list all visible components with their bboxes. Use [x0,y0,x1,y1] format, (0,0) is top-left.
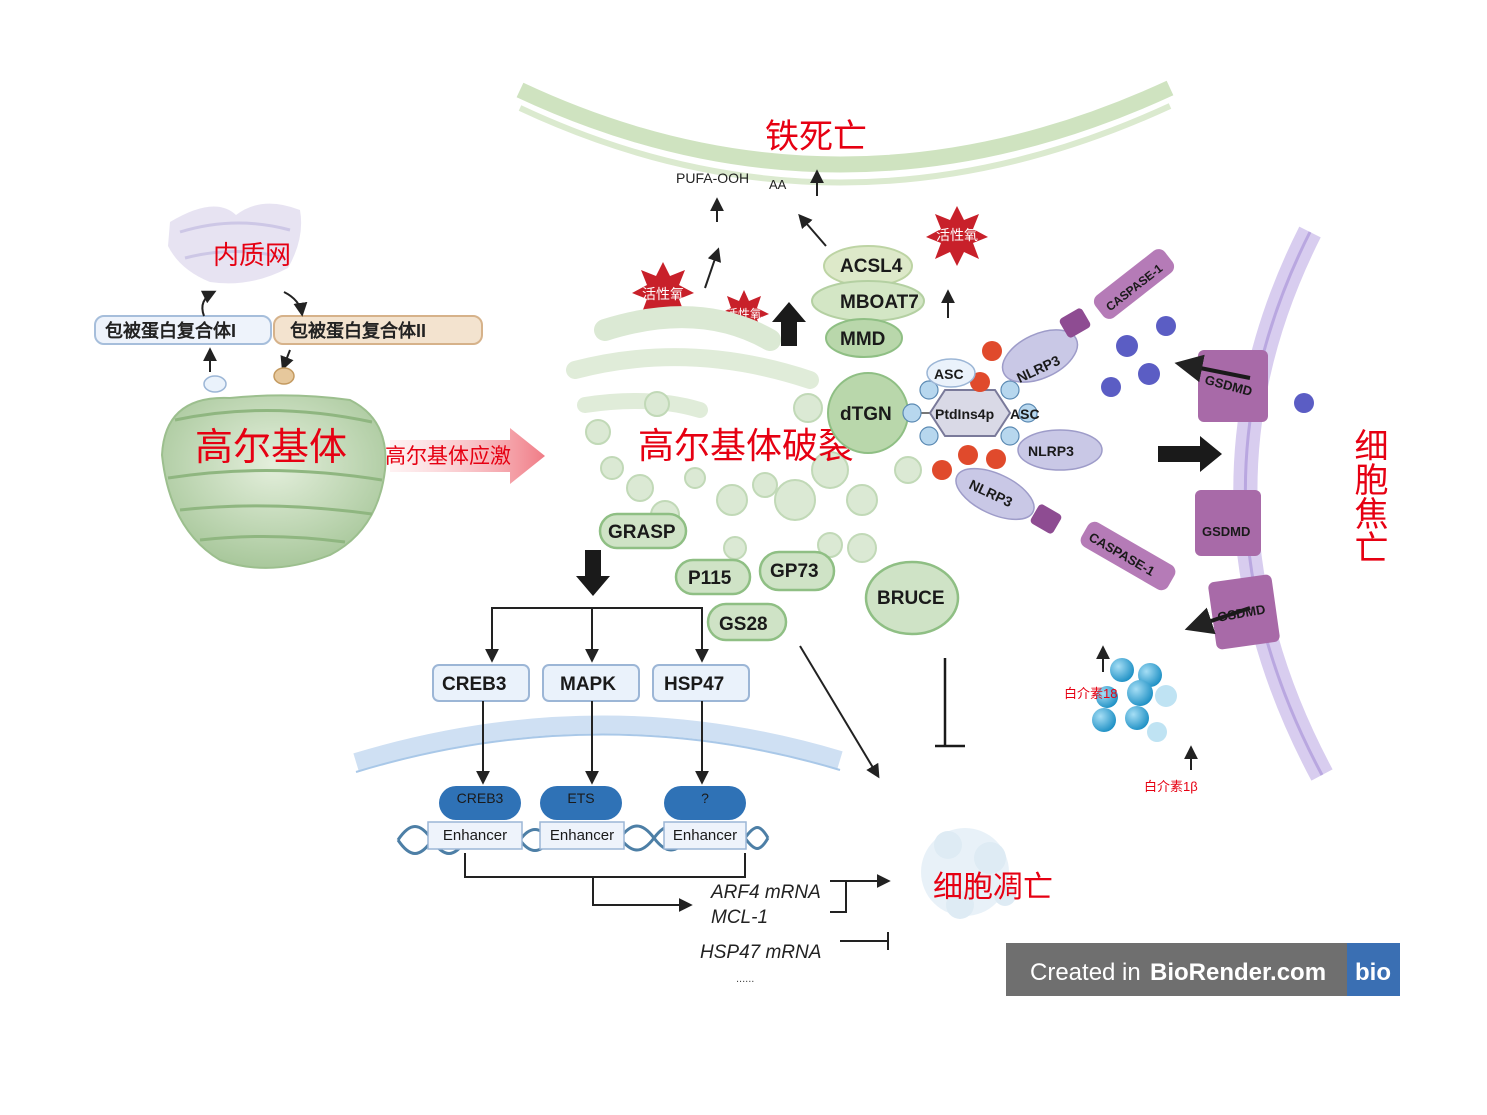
nlrp3-shape-2 [1017,429,1103,471]
caspase1-head-2 [1030,504,1062,534]
golgi-stress-arrow [390,428,545,484]
mmd-shape [825,318,903,358]
golgi-proteins: GRASP P115 GP73 GS28 BRUCE [598,512,960,642]
output-arrow [592,877,693,912]
more-outputs-ellipsis: ...... [736,973,754,985]
copii-label: 包被蛋白复合体II [290,320,426,341]
mcl1-label: MCL-1 [711,907,768,928]
acsl4-arrow [798,213,827,247]
copii-down-arrow [280,349,294,371]
endoplasmic-reticulum [168,203,302,284]
il-release-arrow [1184,606,1251,635]
asc-label-1: ASC [934,366,964,382]
gp73-label: GP73 [770,561,819,582]
k-efflux-arrow [1174,354,1251,383]
ets-binder-label: ETS [567,790,594,806]
dtgn-label: dTGN [840,404,892,425]
asc-label-2: ASC [1010,406,1040,422]
copii-vesicle [273,367,295,385]
enhancer-label-3: Enhancer [673,827,737,844]
ptdins4p-hex [928,389,1012,437]
golgi-apparatus [160,394,387,569]
arf4-mrna-label: ARF4 mRNA [710,882,821,903]
biorender-logo-icon: bio [1355,959,1391,986]
er-label: 内质网 [213,240,291,270]
nlrp3-label-2: NLRP3 [1028,443,1074,459]
enhancer-label-2: Enhancer [550,827,614,844]
ferroptosis-label: 铁死亡 [765,118,867,156]
creb3-binder-label: CREB3 [457,790,504,806]
enhancer-box-2 [539,821,625,850]
ptdins4p-label: PtdIns4p [935,406,994,422]
fragmented-golgi [566,306,922,563]
p115-label: P115 [688,568,732,589]
copi-arrow [200,290,217,317]
gsdmd-pore-1 [1198,350,1268,422]
nuclear-membrane [353,715,843,773]
mmd-label: MMD [840,329,885,350]
apoptosis-label: 细胞凋亡 [933,871,1053,904]
unknown-binder [664,786,746,820]
nlrp3-shape-1 [1001,329,1079,383]
ets-binder [540,786,622,820]
mapk-box-label: MAPK [560,674,616,695]
il1b-label: 白介素1β [1144,779,1198,794]
potassium-ions [1101,316,1314,413]
hsp47-box-label: HSP47 [664,674,724,695]
ros-up-arrow [704,247,721,289]
pyroptosis-label: 细胞焦亡 [1349,428,1387,564]
pyroptosis-arrow [1158,436,1222,472]
gsdmd-label-2: GSDMD [1202,524,1250,539]
watermark-prefix: Created in [1030,959,1141,986]
bracket-shape [830,880,847,913]
mboat7-label: MBOAT7 [840,292,919,313]
watermark-brand: BioRender.com [1150,959,1326,986]
grasp-label: GRASP [608,522,676,543]
charge-circles [902,341,1038,480]
gs28-to-apoptosis-arrow [799,645,880,779]
il18-label: 白介素18 [1064,686,1117,701]
copi-vesicle [203,375,227,393]
bold-down-arrow [576,550,610,596]
enhancer-box-3 [663,821,747,850]
acsl4-label: ACSL4 [840,256,903,277]
interleukin-cluster [1092,658,1177,742]
caspase1-shape-2 [1080,521,1176,591]
copii-box [273,315,483,345]
golgi-stress-label: 高尔基体应激 [385,445,511,468]
caspase1-head-1 [1059,308,1091,338]
creb3-binder [439,786,521,820]
creb3-box-label: CREB3 [442,674,506,695]
apoptotic-cell [921,828,1016,919]
creb3-box [432,664,530,702]
plasma-membrane-top [516,80,1174,186]
enhancer-label-1: Enhancer [443,827,507,844]
ros-label-3: 活性氧 [936,227,978,243]
copi-label: 包被蛋白复合体I [105,320,236,341]
biorender-watermark: Created in BioRender.com bio [1006,943,1400,996]
lipid-enzyme-stack: ACSL4 MBOAT7 MMD [811,245,925,358]
copi-box [94,315,272,345]
branch-line [491,607,703,650]
ros-star-3: 活性氧 [926,206,988,266]
bruce-label: BRUCE [877,588,945,609]
asc-shape-1 [926,358,976,388]
golgi-fragmentation-label: 高尔基体破裂 [638,425,854,466]
pufa-ooh-label: PUFA-OOH [676,170,749,186]
unknown-binder-label: ? [701,790,709,806]
hsp47-mrna-label: HSP47 mRNA [700,942,821,963]
copii-arrow [283,291,308,317]
golgi-label: 高尔基体 [195,427,347,469]
enhancer-box-1 [427,821,523,850]
aa-label: AA [769,177,787,192]
gs28-label: GS28 [719,614,768,635]
enhancer-merge-line [464,853,746,878]
gsdmd-pore-2 [1195,490,1261,556]
caspase1-shape-1 [1093,249,1175,319]
bold-up-arrow [772,302,806,346]
ros-label-1: 活性氧 [642,286,684,302]
nlrp3-shape-3 [955,467,1035,521]
